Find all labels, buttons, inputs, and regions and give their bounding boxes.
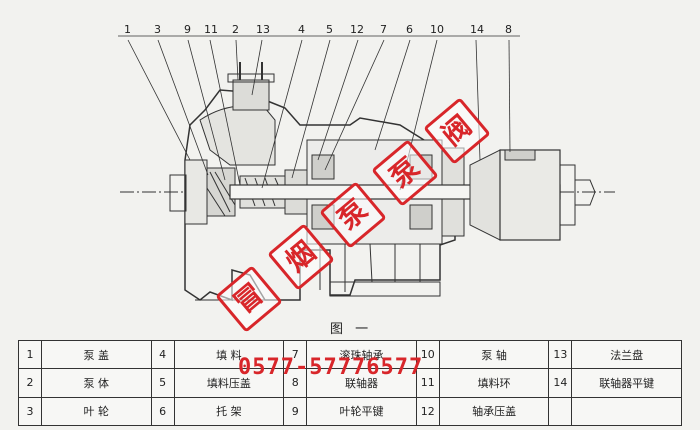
- bearing-left: [311, 154, 335, 180]
- part-name: 联轴器: [306, 368, 417, 398]
- table-row: 3 叶 轮 6 托 架 9 叶轮平键 12 轴承压盖: [18, 396, 682, 427]
- part-number: 1: [18, 339, 42, 370]
- callout-7: 7: [380, 23, 387, 36]
- part-number: 3: [18, 396, 42, 427]
- callout-5: 5: [326, 23, 333, 36]
- callout-10: 10: [430, 23, 444, 36]
- bearing-left-lower: [311, 204, 335, 230]
- coupling-end: [559, 164, 576, 226]
- part-name: [571, 396, 682, 427]
- part-name: 填料压盖: [173, 368, 285, 398]
- callout-11: 11: [204, 23, 218, 36]
- part-name: 泵 盖: [41, 339, 152, 370]
- part-number: 10: [415, 339, 440, 370]
- base-foot: [329, 281, 441, 297]
- coupling-half-pump: [469, 149, 501, 241]
- bearing-right-lower: [409, 204, 433, 230]
- callout-12: 12: [350, 23, 364, 36]
- figure-caption: 图 一: [330, 322, 373, 337]
- discharge-flange-top: [227, 73, 275, 83]
- bracket-ribs: [319, 243, 421, 292]
- part-name: 填料环: [438, 368, 550, 398]
- pump-cover: [184, 159, 208, 225]
- callout-14: 14: [470, 23, 484, 36]
- callout-13: 13: [256, 23, 270, 36]
- part-name: 叶轮平键: [306, 396, 417, 427]
- table-row: 2 泵 体 5 填料压盖 8 联轴器 11 填料环 14 联轴器平键: [18, 368, 682, 398]
- part-number: 12: [415, 396, 440, 427]
- motor-shaft-stub: [575, 179, 596, 206]
- part-number: [548, 396, 573, 427]
- pump-cross-section-drawing: 1 3 9 11 2 13 4 5 12 7 6 10 14 8: [118, 23, 615, 302]
- watermark-phone: 0577-57776577: [238, 355, 424, 380]
- part-number: 4: [150, 339, 175, 370]
- part-number: 2: [18, 368, 42, 398]
- callout-1: 1: [124, 23, 131, 36]
- callout-3: 3: [154, 23, 161, 36]
- part-name: 法兰盘: [571, 339, 682, 370]
- table-row: 1 泵 盖 4 填 料 7 滚珠轴承 10 泵 轴 13 法兰盘: [18, 339, 682, 370]
- bearing-right: [409, 154, 433, 180]
- callout-9: 9: [184, 23, 191, 36]
- coupling-key: [504, 149, 536, 161]
- part-number: 8: [283, 368, 308, 398]
- part-name: 泵 体: [41, 368, 152, 398]
- callout-2: 2: [232, 23, 239, 36]
- part-number: 6: [150, 396, 175, 427]
- part-number: 14: [548, 368, 573, 398]
- callout-6: 6: [406, 23, 413, 36]
- part-name: 托 架: [173, 396, 285, 427]
- part-name: 泵 轴: [438, 339, 550, 370]
- part-name: 叶 轮: [41, 396, 152, 427]
- volute-casing: [199, 105, 276, 166]
- coupling-hub: [499, 149, 561, 241]
- callout-8: 8: [505, 23, 512, 36]
- discharge-flange: [232, 79, 270, 111]
- part-name: 轴承压盖: [438, 396, 550, 427]
- part-number: 11: [415, 368, 440, 398]
- callout-4: 4: [298, 23, 305, 36]
- part-number: 5: [150, 368, 175, 398]
- suction-nozzle: [169, 174, 187, 212]
- part-name: 联轴器平键: [571, 368, 682, 398]
- parts-list-table: 1 泵 盖 4 填 料 7 滚珠轴承 10 泵 轴 13 法兰盘 2 泵 体 5…: [18, 339, 682, 427]
- part-number: 13: [548, 339, 573, 370]
- part-number: 9: [283, 396, 308, 427]
